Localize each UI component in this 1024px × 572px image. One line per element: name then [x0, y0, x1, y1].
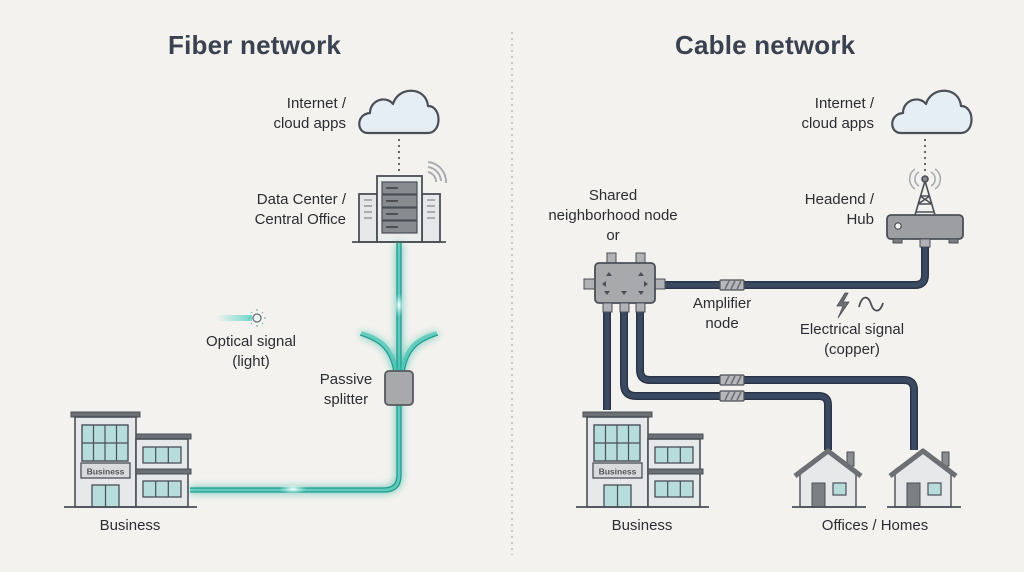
server-icon	[352, 175, 446, 243]
label-line: Amplifier	[692, 295, 752, 312]
label-line: Electrical signal	[799, 321, 905, 338]
neighborhood-node-label: Shared neighborhood node or	[538, 186, 688, 246]
offices-homes-label: Offices / Homes	[821, 517, 929, 534]
cable-cloud-label: Internet / cloud apps	[760, 94, 874, 134]
amplifier-coupler	[719, 279, 745, 291]
amplifier-coupler	[719, 374, 745, 386]
cloud-icon	[358, 89, 440, 135]
business-building-icon: Business	[576, 411, 709, 508]
lightning-icon	[836, 292, 850, 319]
optical-signal-label: Optical signal (light)	[186, 332, 316, 372]
amplifier-coupler	[719, 390, 745, 402]
wireless-icon	[908, 168, 942, 190]
fiber-cloud-label: Internet / cloud apps	[230, 94, 346, 134]
tower-icon	[914, 175, 936, 216]
label-line: cloud apps	[273, 115, 346, 132]
label-line: Headend /	[804, 191, 874, 208]
label-line: Optical signal	[205, 333, 297, 350]
label-line: (light)	[232, 353, 270, 370]
cloud-icon	[891, 89, 973, 135]
wave-icon	[858, 296, 884, 312]
business-building-icon: Business	[64, 411, 197, 508]
label-line: splitter	[323, 391, 369, 408]
light-pulse	[279, 484, 307, 494]
light-icon	[216, 309, 266, 327]
label-line: cloud apps	[801, 115, 874, 132]
light-pulse	[394, 293, 404, 317]
house-icon	[887, 448, 961, 508]
business-sign: Business	[87, 467, 125, 477]
label-line: Hub	[846, 211, 874, 228]
fiber-business-label: Business	[99, 517, 161, 534]
label-line: or	[606, 227, 620, 244]
neighborhood-node-icon	[583, 252, 666, 313]
label-line: neighborhood node	[548, 207, 678, 224]
business-sign: Business	[599, 467, 637, 477]
label-line: Shared	[588, 187, 638, 204]
label-line: Passive	[319, 371, 373, 388]
label-line: Central Office	[254, 211, 346, 228]
data-center-label: Data Center / Central Office	[220, 190, 346, 230]
headend-label: Headend / Hub	[760, 190, 874, 230]
label-line: node	[705, 315, 739, 332]
house-icon	[792, 448, 866, 508]
cable-title: Cable network	[675, 30, 856, 60]
amplifier-label: Amplifier node	[674, 294, 770, 334]
wireless-icon	[427, 161, 448, 184]
label-line: Data Center /	[256, 191, 346, 208]
fiber-title: Fiber network	[168, 30, 342, 60]
label-line: Internet /	[286, 95, 346, 112]
cable-business-label: Business	[611, 517, 673, 534]
splitter-box	[384, 370, 414, 406]
label-line: (copper)	[824, 341, 880, 358]
fiber-cable	[190, 243, 439, 493]
coax-cable	[603, 247, 929, 450]
hub-device-icon	[886, 214, 964, 248]
label-line: Internet /	[814, 95, 874, 112]
electrical-signal-label: Electrical signal (copper)	[790, 320, 914, 360]
passive-splitter-label: Passive splitter	[310, 370, 382, 410]
